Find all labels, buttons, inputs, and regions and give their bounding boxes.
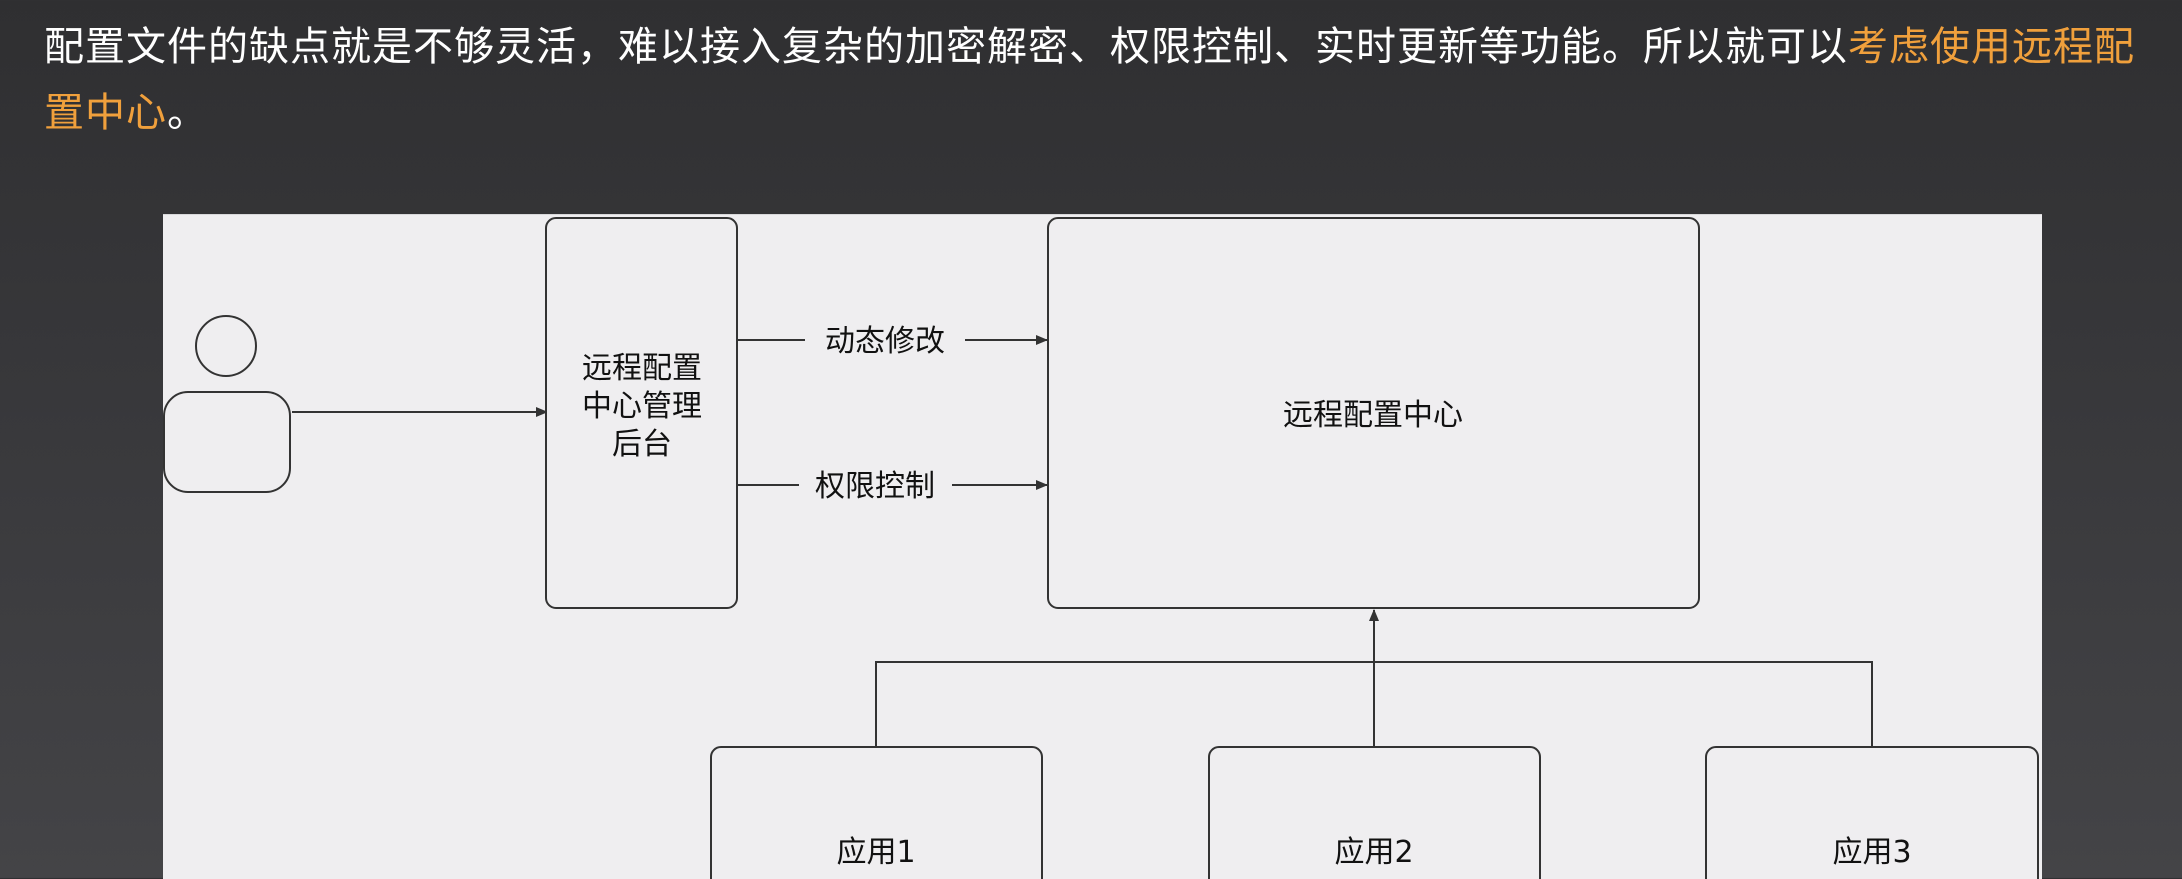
app-label-3: 应用3 xyxy=(1832,835,1911,870)
admin-console-label-line-3: 后台 xyxy=(612,427,672,462)
config-center-label: 远程配置中心 xyxy=(1283,398,1463,433)
apps-connector xyxy=(875,609,1873,747)
dynamic-modify-label: 动态修改 xyxy=(825,324,945,359)
permission-control-label: 权限控制 xyxy=(815,469,935,504)
app-box-2: 应用2 xyxy=(1208,746,1541,879)
app-label-1: 应用1 xyxy=(836,835,915,870)
intro-text: 配置文件的缺点就是不够灵活，难以接入复杂的加密解密、权限控制、实时更新等功能。所… xyxy=(44,24,1848,70)
intro-text-end: 。 xyxy=(167,90,208,136)
user-icon xyxy=(163,315,291,493)
intro-paragraph: 配置文件的缺点就是不够灵活，难以接入复杂的加密解密、权限控制、实时更新等功能。所… xyxy=(44,14,2154,146)
config-center-box: 远程配置中心 xyxy=(1047,217,1700,609)
intro-highlight: 考虑使用远程配置中心 xyxy=(44,24,2135,136)
app-box-1: 应用1 xyxy=(710,746,1043,879)
permission-control-arrow: 权限控制 xyxy=(738,469,1048,504)
admin-console-box: 远程配置 中心管理 后台 xyxy=(545,217,738,609)
architecture-diagram: 远程配置 中心管理 后台 动态修改 权限控制 远程配置中心 xyxy=(163,217,2039,879)
dynamic-modify-arrow: 动态修改 xyxy=(738,324,1048,359)
admin-console-label-line-1: 远程配置 xyxy=(582,351,702,386)
app-label-2: 应用2 xyxy=(1334,835,1413,870)
admin-console-label-line-2: 中心管理 xyxy=(582,389,702,424)
app-box-3: 应用3 xyxy=(1705,746,2039,879)
diagram-canvas: 远程配置 中心管理 后台 动态修改 权限控制 远程配置中心 xyxy=(163,214,2042,879)
